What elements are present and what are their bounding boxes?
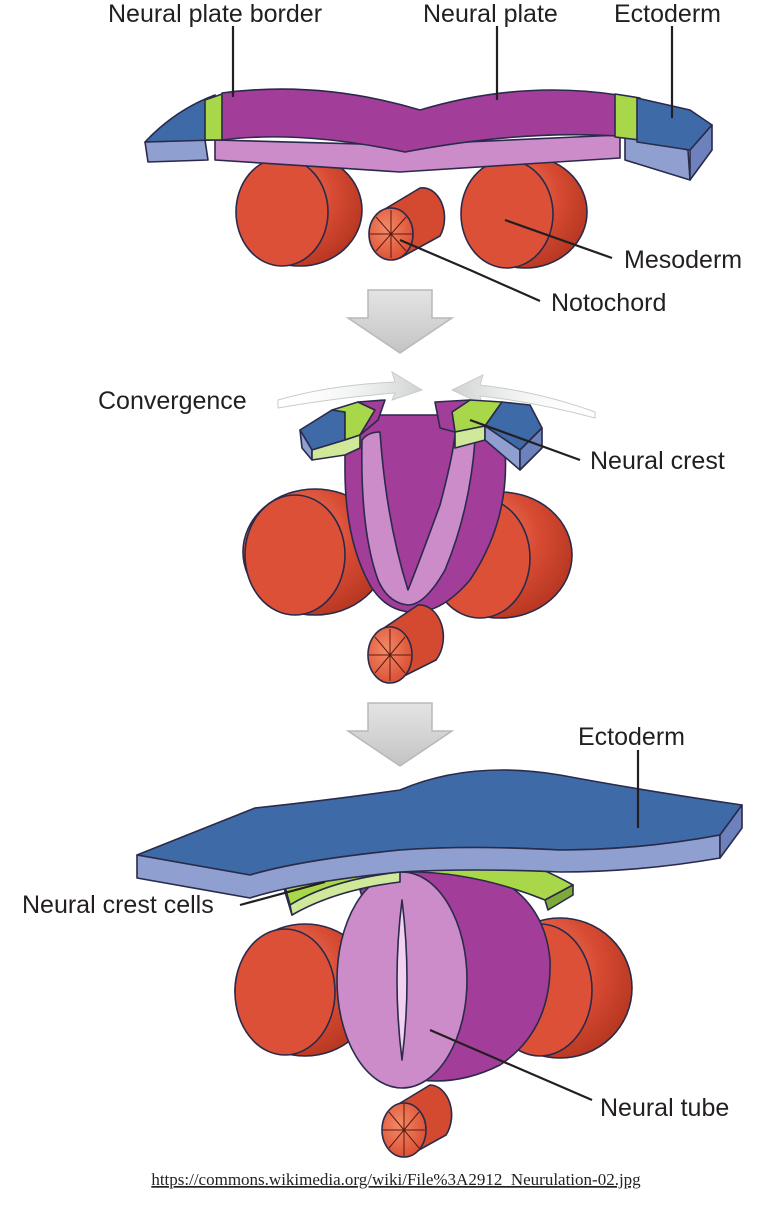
- label-mesoderm: Mesoderm: [624, 246, 742, 274]
- notochord-3: [381, 1084, 453, 1158]
- ectoderm-top-left-1: [144, 94, 216, 143]
- convergence-arrow-right: [450, 374, 596, 419]
- convergence-arrow-left: [277, 370, 424, 409]
- label-neural-plate-border: Neural plate border: [108, 0, 322, 28]
- stage-2-neural-folds: [242, 370, 596, 684]
- label-ectoderm-bottom: Ectoderm: [578, 723, 685, 751]
- notochord-1: [368, 187, 446, 261]
- leader-neural-crest: [469, 418, 581, 462]
- label-ectoderm-top: Ectoderm: [614, 0, 721, 28]
- label-convergence: Convergence: [98, 387, 247, 415]
- leaders-stage-1: [231, 26, 674, 303]
- label-neural-tube: Neural tube: [600, 1094, 729, 1122]
- notochord-2: [367, 604, 445, 684]
- neural-tube-lumen: [396, 899, 408, 1061]
- label-neural-crest: Neural crest: [590, 447, 725, 475]
- stage-3-neural-tube: [136, 769, 743, 1158]
- down-arrow-1: [345, 289, 455, 354]
- down-arrow-2: [345, 702, 455, 767]
- label-neural-plate: Neural plate: [423, 0, 558, 28]
- label-neural-crest-cells: Neural crest cells: [22, 891, 214, 919]
- stage-1-neural-plate: [144, 88, 713, 269]
- label-notochord: Notochord: [551, 289, 666, 317]
- ectoderm-side-left-1: [144, 139, 209, 163]
- mesoderm-left-1: [235, 153, 363, 267]
- source-link[interactable]: https://commons.wikimedia.org/wiki/File%…: [151, 1170, 641, 1189]
- leaders-stage-3: [239, 750, 640, 1102]
- mesoderm-right-1: [460, 155, 588, 269]
